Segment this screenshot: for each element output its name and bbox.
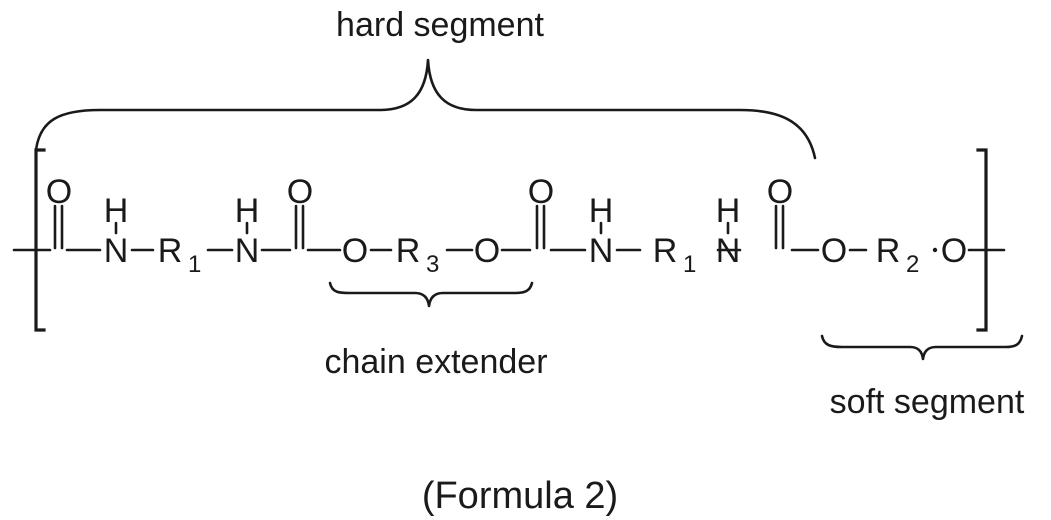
r1-group-1: R — [158, 232, 183, 270]
carbonyl-oxygen-2: O — [287, 173, 313, 211]
nitrogen-3: N — [589, 232, 614, 270]
r2-subscript: 2 — [906, 251, 919, 278]
hydrogen-1: H — [104, 192, 129, 230]
carbonyl-oxygen-3: O — [528, 173, 554, 211]
formula-caption: (Formula 2) — [422, 475, 618, 517]
r3-subscript: 3 — [426, 251, 439, 278]
soft-segment-label: soft segment — [830, 383, 1025, 421]
hydrogen-4: H — [716, 192, 741, 230]
soft-segment-brace — [822, 336, 1022, 359]
ester-oxygen-1: O — [342, 232, 368, 270]
r2-group: R — [876, 232, 901, 270]
hydrogen-3: H — [589, 192, 614, 230]
nitrogen-4: N — [716, 232, 741, 270]
r1-subscript-1: 1 — [188, 251, 201, 278]
hard-segment-brace — [36, 60, 815, 158]
nitrogen-2: N — [235, 232, 260, 270]
repeat-unit-left-bracket — [36, 150, 44, 330]
chain-extender-brace — [330, 283, 532, 306]
r3-group: R — [396, 232, 421, 270]
carbonyl-oxygen-1: O — [46, 173, 72, 211]
hard-segment-label: hard segment — [336, 6, 544, 44]
n-h-bonds — [116, 223, 728, 233]
r2-linking-dot — [933, 248, 937, 252]
r1-subscript-2: 1 — [683, 251, 696, 278]
ester-oxygen-3: O — [821, 232, 847, 270]
carbonyl-oxygen-4: O — [767, 173, 793, 211]
nitrogen-1: N — [104, 232, 129, 270]
repeat-unit-right-bracket — [978, 150, 986, 330]
ester-oxygen-2: O — [474, 232, 500, 270]
r1-group-2: R — [653, 232, 678, 270]
ether-oxygen: O — [941, 232, 967, 270]
hydrogen-2: H — [235, 192, 260, 230]
chain-extender-label: chain extender — [324, 343, 547, 381]
